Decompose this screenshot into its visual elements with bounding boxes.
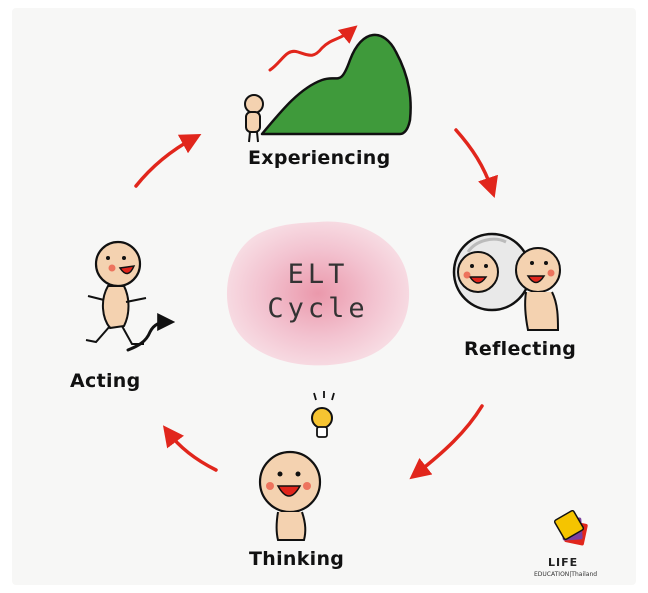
acting-illustration (85, 240, 176, 352)
life-logo-icon (553, 509, 588, 546)
stage-thinking-label: Thinking (249, 548, 345, 570)
stage-reflecting-label: Reflecting (464, 338, 577, 360)
climber-figure (244, 94, 264, 143)
cycle-arrows (134, 128, 498, 480)
logo-name: LIFE (548, 556, 579, 569)
running-person (85, 240, 147, 345)
stage-acting-label: Acting (70, 370, 141, 392)
rising-arrow (268, 25, 358, 72)
arrow-acting-to-experiencing (134, 133, 202, 188)
mountain-icon (260, 33, 412, 136)
thinking-illustration (258, 391, 335, 541)
experiencing-illustration (244, 25, 412, 143)
stage-experiencing-label: Experiencing (248, 147, 391, 169)
arrow-thinking-to-acting (162, 425, 218, 472)
cycle-title-line2: Cycle (267, 293, 369, 324)
lightbulb-icon (311, 391, 335, 438)
arrow-reflecting-to-thinking (409, 404, 484, 480)
center-blob (226, 221, 410, 366)
thinking-person (258, 450, 322, 541)
reflection-face (457, 251, 499, 293)
reflecting-illustration (452, 232, 561, 331)
arrow-experiencing-to-reflecting (454, 128, 498, 198)
logo-subtitle: EDUCATION|Thailand (534, 571, 598, 578)
forward-arrow (126, 313, 176, 352)
cycle-title-line1: ELT (287, 259, 349, 290)
reflecting-person (515, 247, 561, 331)
